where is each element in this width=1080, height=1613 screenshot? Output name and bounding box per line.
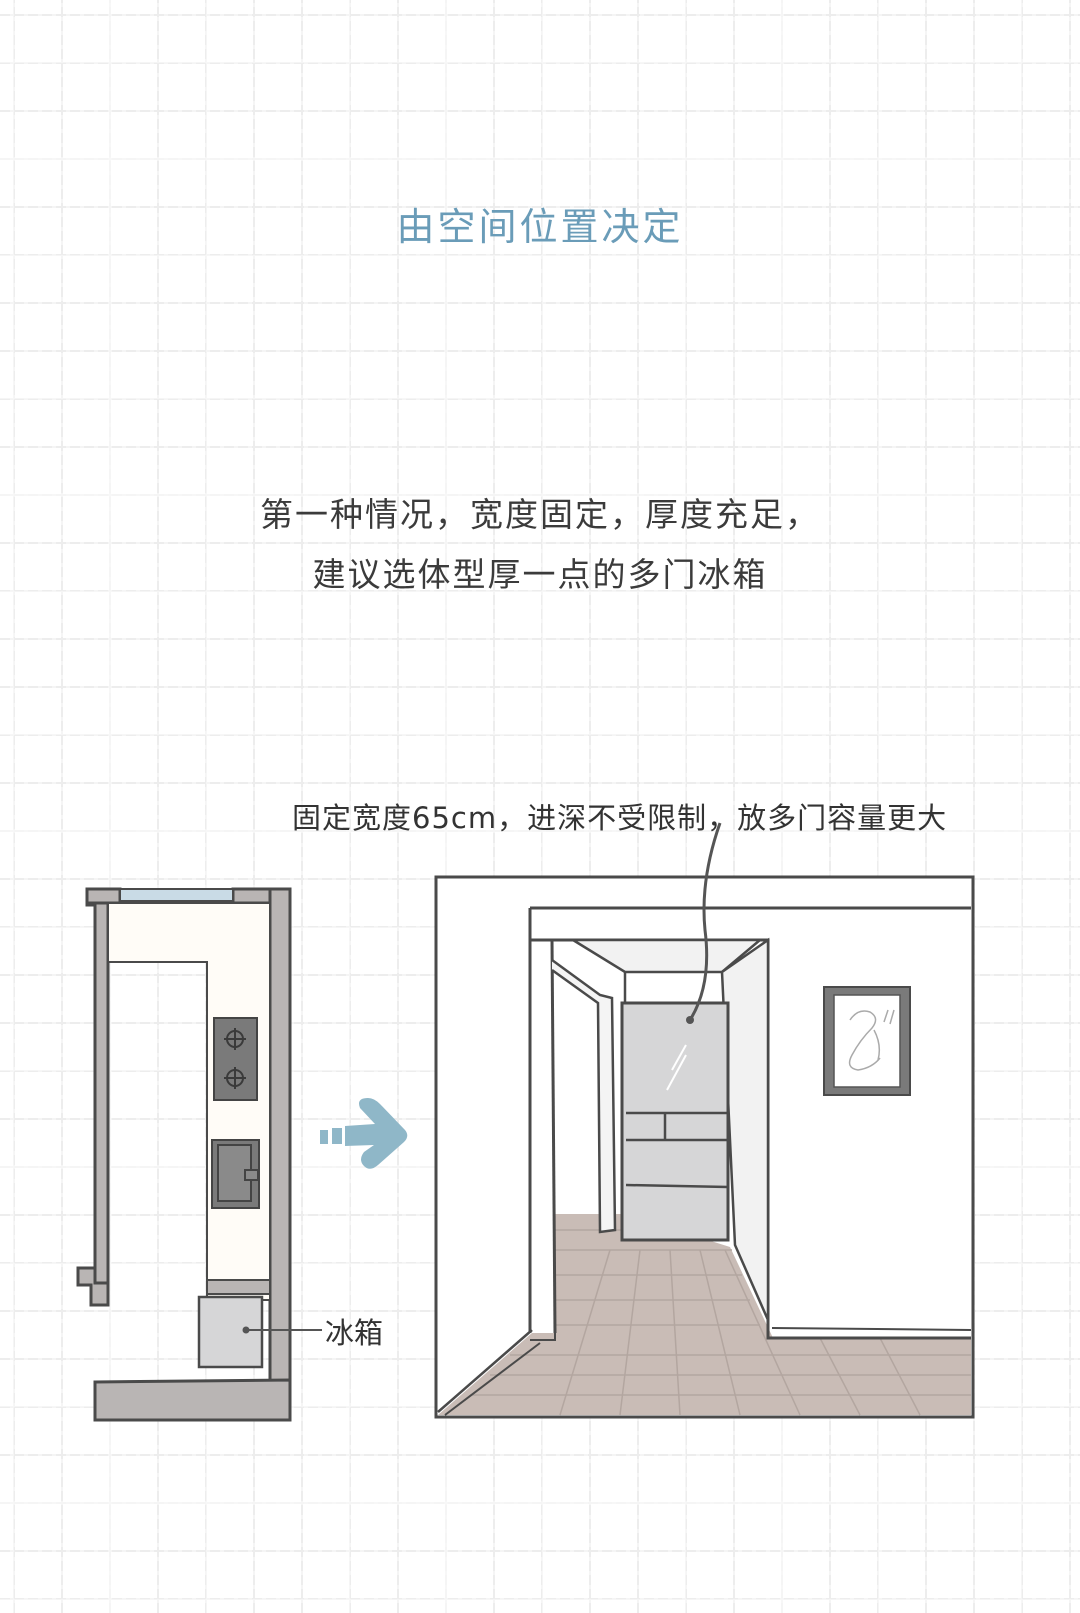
subtitle-line-2: 建议选体型厚一点的多门冰箱 xyxy=(312,555,768,594)
hallway-perspective-illustration xyxy=(434,822,975,1419)
window-icon xyxy=(119,888,234,902)
fridge-plan-icon xyxy=(197,1295,322,1369)
page-title: 由空间位置决定 xyxy=(396,205,684,249)
countertop xyxy=(107,902,271,1301)
sink-icon xyxy=(211,1139,260,1209)
wall-picture-frame-icon xyxy=(823,986,911,1096)
fridge-callout-text: 固定宽度65cm，进深不受限制，放多门容量更大 xyxy=(292,801,948,835)
stove-icon xyxy=(213,1017,258,1101)
wood-floor xyxy=(438,1214,971,1415)
fridge-label: 冰箱 xyxy=(325,1316,384,1350)
subtitle-line-1: 第一种情况，宽度固定，厚度充足， xyxy=(260,495,820,534)
arrow-right-icon xyxy=(320,1098,408,1169)
multi-door-refrigerator-icon xyxy=(620,1001,730,1242)
